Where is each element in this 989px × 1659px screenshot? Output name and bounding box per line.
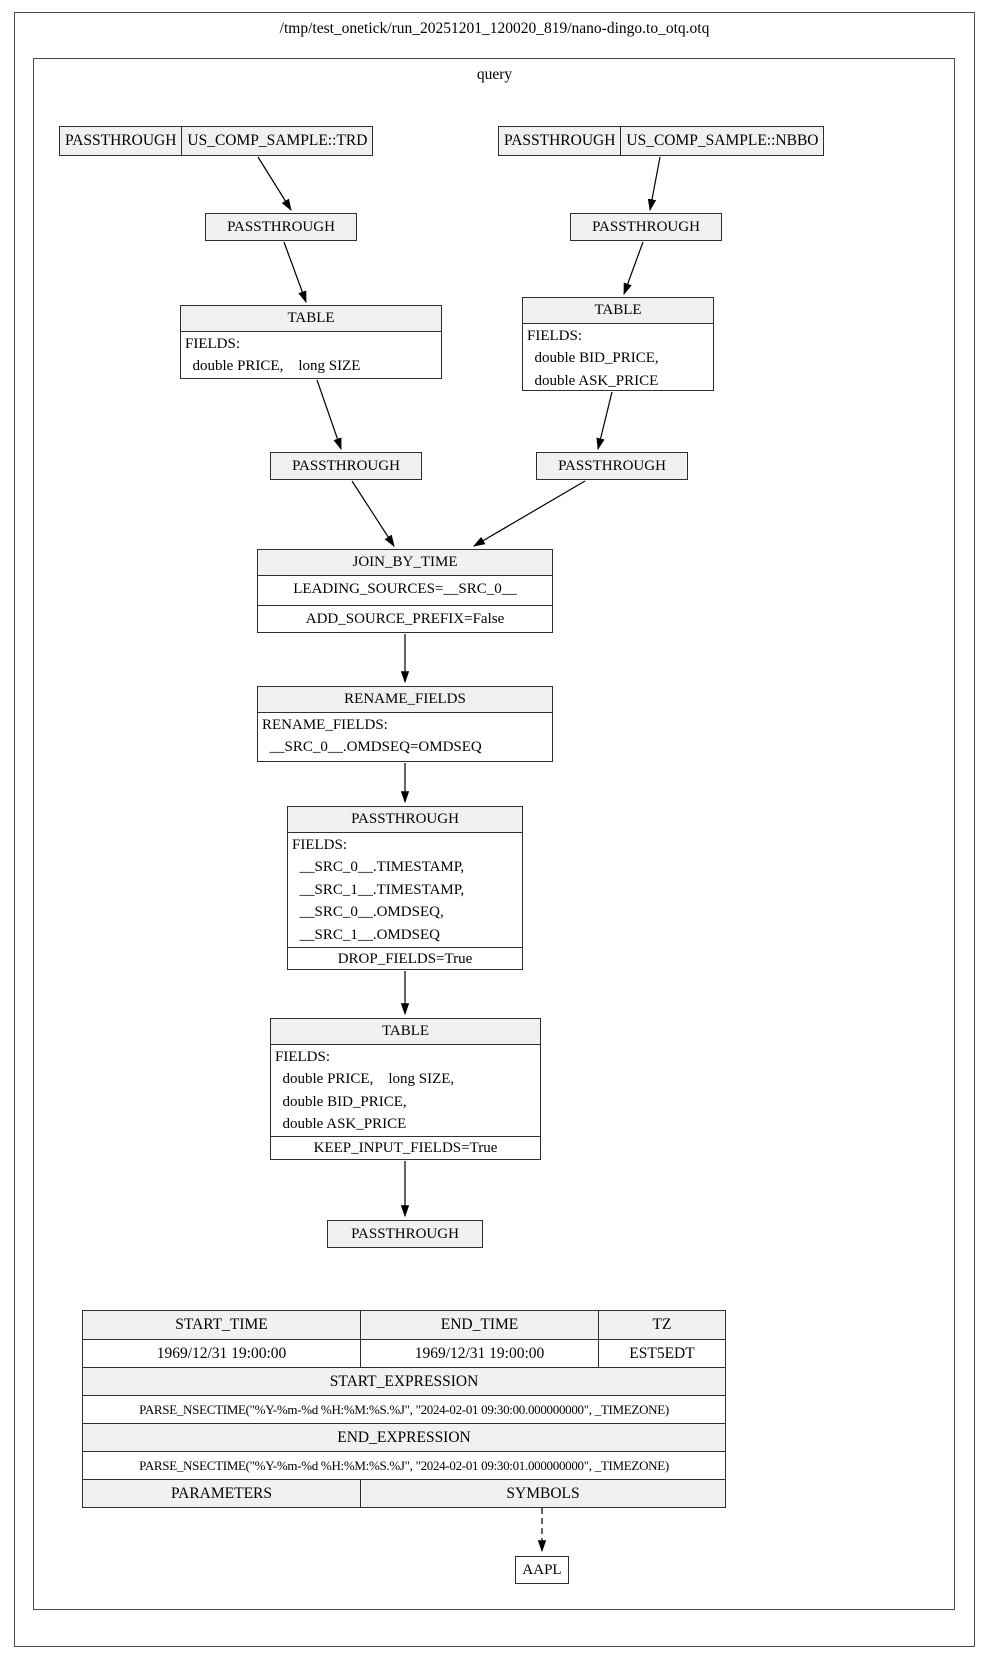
text-line: __SRC_1__.TIMESTAMP, (292, 881, 465, 898)
node-passthrough-fields-dropfields: DROP_FIELDS=True (288, 947, 522, 972)
node-table-right-fields: FIELDS: double BID_PRICE, double ASK_PRI… (523, 324, 713, 394)
text-line: double PRICE, long SIZE, (275, 1071, 455, 1088)
text-line: FIELDS: (292, 837, 348, 853)
node-passthrough-2-right: PASSTHROUGH (536, 452, 688, 480)
start-expression-header: START_EXPRESSION (83, 1368, 725, 1395)
node-passthrough-2-left: PASSTHROUGH (270, 452, 422, 480)
node-source-trd-db: US_COMP_SAMPLE::TRD (187, 132, 368, 149)
parameters-header: PARAMETERS (83, 1480, 360, 1507)
node-join-by-time: JOIN_BY_TIME LEADING_SOURCES=__SRC_0__ AD… (257, 549, 553, 633)
query-cluster-label: query (476, 66, 513, 83)
text-line: ADD_SOURCE_PREFIX=False (258, 605, 552, 634)
node-table-final-header: TABLE (271, 1019, 540, 1045)
end-expression-row: PARSE_NSECTIME("%Y-%m-%d %H:%M:%S.%J", "… (83, 1451, 725, 1479)
text-line: double BID_PRICE, (275, 1093, 407, 1110)
start-expression-header-row: START_EXPRESSION (83, 1367, 725, 1395)
node-join-by-time-params: LEADING_SOURCES=__SRC_0__ ADD_SOURCE_PREF… (258, 576, 552, 634)
node-source-nbbo-ep: PASSTHROUGH (499, 127, 622, 155)
node-join-by-time-header: JOIN_BY_TIME (258, 550, 552, 576)
end-expression-header: END_EXPRESSION (83, 1424, 725, 1451)
text-line: __SRC_1__.OMDSEQ (292, 926, 440, 943)
text-line: __SRC_0__.TIMESTAMP, (292, 859, 465, 876)
end-expression-header-row: END_EXPRESSION (83, 1423, 725, 1451)
text-line: FIELDS: (275, 1049, 331, 1065)
query-cluster-frame (33, 58, 955, 1610)
text-line: FIELDS: (527, 328, 583, 344)
node-rename-fields-header: RENAME_FIELDS (258, 687, 552, 713)
node-source-nbbo-db: US_COMP_SAMPLE::NBBO (626, 132, 819, 149)
text-line: __SRC_0__.OMDSEQ=OMDSEQ (262, 739, 482, 756)
node-table-final-keepinput: KEEP_INPUT_FIELDS=True (271, 1136, 540, 1161)
symbols-header: SYMBOLS (360, 1480, 725, 1507)
node-source-trd: PASSTHROUGH US_COMP_SAMPLE::TRD (59, 126, 374, 156)
query-table-values-row: 1969/12/31 19:00:00 1969/12/31 19:00:00 … (83, 1339, 725, 1367)
tz-header: TZ (598, 1311, 725, 1339)
node-passthrough-1-right: PASSTHROUGH (570, 213, 722, 241)
node-source-nbbo: PASSTHROUGH US_COMP_SAMPLE::NBBO (498, 126, 825, 156)
end-time-header: END_TIME (360, 1311, 598, 1339)
node-passthrough-fields-header: PASSTHROUGH (288, 807, 522, 833)
node-passthrough-fields-body: FIELDS: __SRC_0__.TIMESTAMP, __SRC_1__.T… (288, 833, 522, 947)
graph-title: /tmp/test_onetick/run_20251201_120020_81… (279, 20, 710, 37)
text-line: double BID_PRICE, (527, 350, 659, 367)
node-passthrough-final: PASSTHROUGH (327, 1220, 483, 1248)
node-table-left-fields: FIELDS: double PRICE, long SIZE (181, 332, 441, 380)
query-table-header-row: START_TIME END_TIME TZ (83, 1311, 725, 1339)
text-line: __SRC_0__.OMDSEQ, (292, 904, 444, 921)
node-passthrough-1-left: PASSTHROUGH (205, 213, 357, 241)
query-parameters-table: START_TIME END_TIME TZ 1969/12/31 19:00:… (82, 1310, 726, 1508)
end-expression-value: PARSE_NSECTIME("%Y-%m-%d %H:%M:%S.%J", "… (139, 1458, 669, 1473)
node-symbol-aapl: AAPL (515, 1556, 569, 1584)
node-table-left: TABLE FIELDS: double PRICE, long SIZE (180, 305, 442, 379)
start-time-header: START_TIME (83, 1311, 360, 1339)
start-expression-value: PARSE_NSECTIME("%Y-%m-%d %H:%M:%S.%J", "… (139, 1402, 669, 1417)
node-source-trd-ep: PASSTHROUGH (60, 127, 183, 155)
end-time-value: 1969/12/31 19:00:00 (360, 1340, 598, 1367)
text-line: RENAME_FIELDS: (262, 717, 388, 733)
text-line: FIELDS: (185, 336, 241, 352)
node-table-final: TABLE FIELDS: double PRICE, long SIZE, d… (270, 1018, 541, 1160)
node-table-left-header: TABLE (181, 306, 441, 332)
tz-value: EST5EDT (598, 1340, 725, 1367)
start-expression-row: PARSE_NSECTIME("%Y-%m-%d %H:%M:%S.%J", "… (83, 1395, 725, 1423)
node-table-right-header: TABLE (523, 298, 713, 324)
text-line: double PRICE, long SIZE (185, 358, 361, 375)
start-time-value: 1969/12/31 19:00:00 (156, 1345, 287, 1362)
node-rename-fields: RENAME_FIELDS RENAME_FIELDS: __SRC_0__.O… (257, 686, 553, 762)
node-table-right: TABLE FIELDS: double BID_PRICE, double A… (522, 297, 714, 391)
text-line: LEADING_SOURCES=__SRC_0__ (293, 581, 517, 597)
text-line: double ASK_PRICE (275, 1116, 407, 1133)
parameters-symbols-row: PARAMETERS SYMBOLS (83, 1479, 725, 1507)
node-passthrough-fields: PASSTHROUGH FIELDS: __SRC_0__.TIMESTAMP,… (287, 806, 523, 970)
text-line: double ASK_PRICE (527, 372, 659, 389)
node-rename-fields-body: RENAME_FIELDS: __SRC_0__.OMDSEQ=OMDSEQ (258, 713, 552, 761)
outer-frame (14, 12, 975, 1647)
node-table-final-fields: FIELDS: double PRICE, long SIZE, double … (271, 1045, 540, 1136)
